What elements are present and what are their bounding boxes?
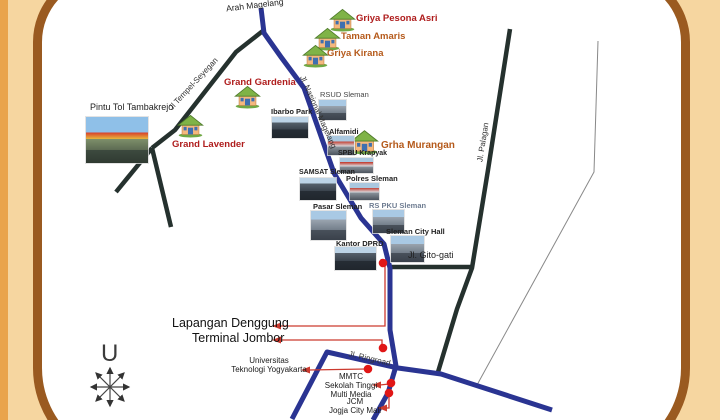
callout-label-lapangan-denggung: Lapangan Denggung — [172, 316, 289, 330]
house-icon-griya-pesona-asri — [329, 9, 356, 32]
road-jl-ringroad — [289, 349, 553, 420]
landmark-label-pintu-tol: Pintu Tol Tambakrejo — [90, 102, 174, 112]
road-jl-tempel-seyegan-branch-right — [149, 147, 174, 228]
landmark-label-kantor-dprd: Kantor DPRD — [336, 239, 384, 248]
road-label-jl-gito-gati: Jl. Gito-gati — [408, 250, 454, 260]
callout-label-uty: Universitas Teknologi Yogyakarta — [224, 356, 314, 375]
jcm-line1: JCM — [346, 397, 364, 406]
mmtc-line3: Multi Media — [330, 389, 372, 399]
callout-label-terminal-jombor: Terminal Jombor — [192, 331, 285, 345]
photo-polres-sleman — [350, 183, 379, 200]
uty-line2: Teknologi Yogyakarta — [231, 364, 307, 374]
photo-ibarbo-park — [272, 117, 308, 138]
project-label-taman-amaris: Taman Amaris — [341, 31, 406, 42]
thin-boundary-line — [476, 40, 599, 386]
project-label-griya-kirana: Griya Kirana — [327, 48, 384, 59]
project-label-grha-murangan: Grha Murangan — [381, 140, 455, 151]
landmark-label-rs-pku-sleman: RS PKU Sleman — [369, 201, 427, 210]
photo-rsud-sleman — [319, 100, 346, 120]
callout-arrowheads — [272, 322, 387, 412]
mmtc-line2: Sekolah Tinggi — [324, 380, 378, 390]
photo-alfamidi — [328, 136, 354, 155]
landmark-label-samsat-sleman: SAMSAT Sleman — [299, 169, 355, 176]
project-label-griya-pesona-asri: Griya Pesona Asri — [356, 13, 438, 24]
landmark-label-alfamidi: Alfamidi — [329, 127, 359, 136]
landmark-label-spbu-krapyak: SPBU Krapyak — [338, 150, 388, 157]
project-label-grand-lavender: Grand Lavender — [172, 139, 245, 150]
landmark-label-rsud-sleman: RSUD Sleman — [320, 90, 369, 99]
road-jl-tempel-seyegan — [150, 28, 266, 150]
photo-rs-pku-sleman — [373, 210, 404, 233]
house-icon-grand-gardenia — [234, 86, 261, 109]
landmark-label-polres-sleman: Polres Sleman — [346, 174, 398, 183]
jcm-line2: Jogja City Mall — [328, 405, 381, 415]
callout-label-jcm: JCM Jogja City Mall — [320, 397, 390, 416]
compass-north-label: U — [101, 340, 119, 367]
road-jl-palagan — [435, 28, 513, 373]
map-frame — [33, 0, 690, 420]
compass-rose-icon — [89, 366, 131, 408]
callout-label-mmtc: MMTC Sekolah Tinggi Multi Media — [316, 372, 386, 399]
landmark-label-sleman-city-hall: Sleman City Hall — [386, 227, 445, 236]
road-jl-nasional-magelang — [258, 7, 399, 420]
photo-pintu-tol-tambakrejo — [86, 117, 148, 163]
uty-line1: Universitas — [249, 356, 289, 365]
photo-sleman-city-hall — [391, 236, 424, 262]
frame-edge-strip — [0, 0, 8, 420]
photo-spbu-krapyak — [340, 158, 373, 173]
mmtc-line1: MMTC — [339, 372, 363, 381]
project-label-grand-gardenia: Grand Gardenia — [224, 77, 296, 88]
location-dots — [363, 258, 396, 398]
photo-kantor-dprd — [335, 247, 376, 270]
photo-pasar-sleman — [311, 211, 346, 240]
landmark-label-pasar-sleman: Pasar Sleman — [313, 202, 363, 211]
landmark-label-ibarbo-park: Ibarbo Park — [271, 107, 313, 116]
photo-samsat-sleman — [300, 178, 336, 200]
